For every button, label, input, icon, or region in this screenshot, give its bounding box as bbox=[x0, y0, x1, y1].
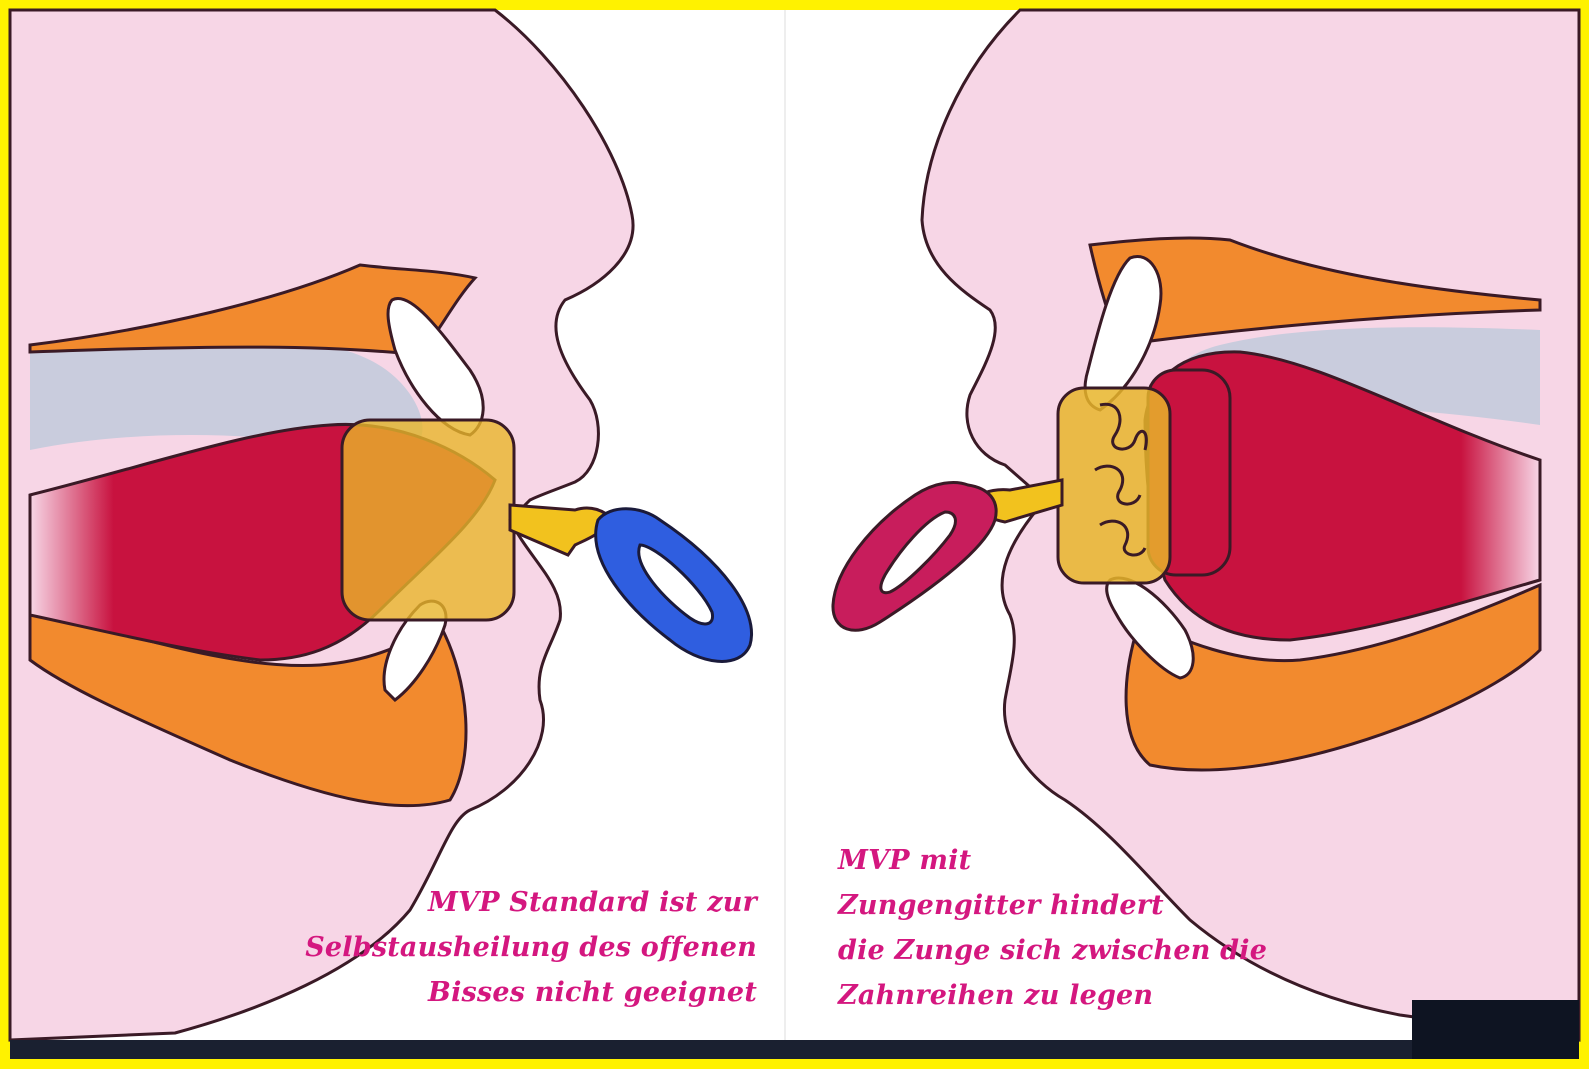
left-caption-line-1: MVP Standard ist zur bbox=[305, 880, 757, 925]
right-shield bbox=[1058, 388, 1170, 583]
bottom-left-dark-strip bbox=[10, 1040, 1412, 1059]
left-caption-line-2: Selbstausheilung des offenen bbox=[305, 925, 757, 970]
bottom-right-dark-strip bbox=[1412, 1000, 1579, 1059]
right-caption-line-3: die Zunge sich zwischen die bbox=[838, 928, 1267, 973]
right-caption-line-4: Zahnreihen zu legen bbox=[838, 973, 1267, 1018]
right-caption-line-2: Zungengitter hindert bbox=[838, 883, 1267, 928]
right-caption-line-1: MVP mit bbox=[838, 838, 1267, 883]
left-caption: MVP Standard ist zur Selbstausheilung de… bbox=[305, 880, 757, 1015]
left-shield bbox=[342, 420, 514, 620]
left-caption-line-3: Bisses nicht geeignet bbox=[305, 970, 757, 1015]
right-caption: MVP mit Zungengitter hindert die Zunge s… bbox=[838, 838, 1267, 1018]
